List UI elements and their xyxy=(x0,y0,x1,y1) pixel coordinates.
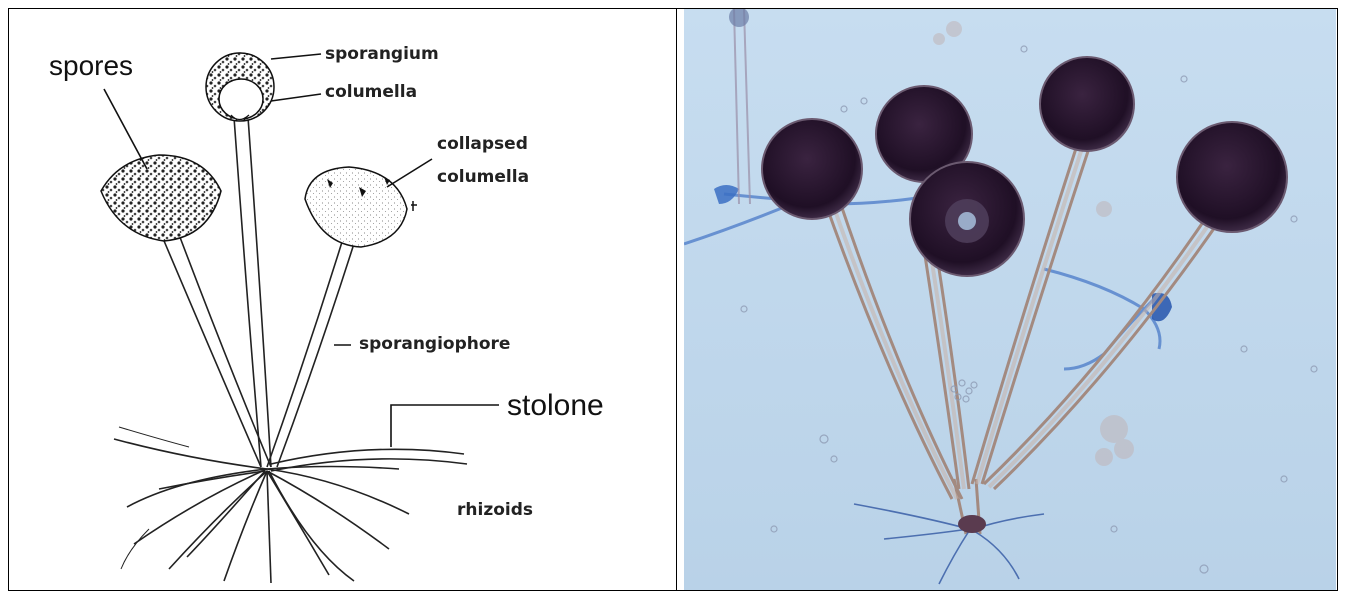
label-rhizoids: rhizoids xyxy=(457,500,533,520)
micrograph-image xyxy=(684,9,1336,590)
label-spores: spores xyxy=(49,50,133,81)
label-collapsed-columella: columella xyxy=(437,167,529,187)
panel-divider xyxy=(676,8,677,591)
micrograph-panel xyxy=(684,9,1336,590)
label-columella: columella xyxy=(325,82,417,102)
columella-drawing xyxy=(219,79,263,119)
label-collapsed: collapsed xyxy=(437,134,528,154)
sporangium-drawing xyxy=(206,53,274,121)
label-sporangiophore: sporangiophore xyxy=(359,334,510,354)
diagram-panel: spores sporangium columella collapsed co… xyxy=(9,9,676,590)
label-sporangium: sporangium xyxy=(325,44,439,64)
leader-lines xyxy=(104,54,499,447)
bread-mold-diagram: spores sporangium columella collapsed co… xyxy=(9,9,676,590)
label-stolone: stolone xyxy=(507,389,604,422)
spores-drawing xyxy=(101,155,221,241)
